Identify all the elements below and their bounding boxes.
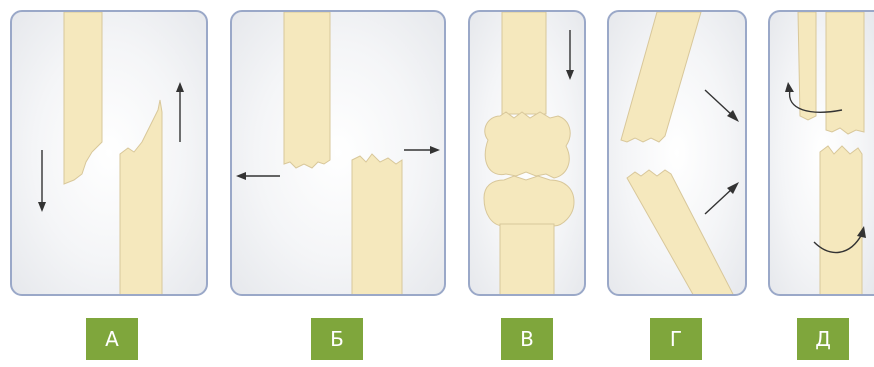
down-arrowhead bbox=[566, 70, 574, 80]
upper-bone-fragment bbox=[64, 12, 102, 184]
upper-condyle bbox=[485, 112, 570, 178]
upper-bone-fragment bbox=[621, 12, 701, 142]
lower-bone-fragment bbox=[820, 146, 862, 296]
label-d-text: Д bbox=[815, 327, 831, 351]
label-a-text: А bbox=[105, 327, 119, 351]
panel-a-illustration bbox=[12, 12, 208, 296]
label-g-text: Г bbox=[670, 327, 682, 351]
lower-bone-fragment bbox=[627, 170, 735, 296]
upper-right-fragment bbox=[826, 12, 864, 134]
upper-bone-fragment bbox=[284, 12, 330, 168]
upper-shaft bbox=[502, 12, 546, 114]
label-v-text: В bbox=[520, 327, 534, 351]
fracture-panel-b bbox=[230, 10, 446, 296]
up-right-arrow bbox=[705, 188, 733, 214]
panel-b-illustration bbox=[232, 12, 446, 296]
upper-left-fragment bbox=[798, 12, 816, 120]
fracture-panel-d bbox=[768, 10, 874, 296]
upper-rotation-arrowhead bbox=[785, 82, 794, 92]
lower-shaft bbox=[500, 224, 554, 296]
panel-g-illustration bbox=[609, 12, 747, 296]
panel-v-illustration bbox=[470, 12, 586, 296]
fracture-panel-a bbox=[10, 10, 208, 296]
up-arrowhead bbox=[176, 82, 184, 92]
lower-condyle bbox=[484, 176, 574, 226]
down-arrowhead bbox=[38, 202, 46, 212]
label-d: Д bbox=[797, 318, 849, 360]
panel-d-illustration bbox=[770, 12, 874, 296]
lower-bone-fragment bbox=[352, 154, 402, 296]
fracture-panel-v bbox=[468, 10, 586, 296]
down-right-arrow bbox=[705, 90, 733, 116]
lower-bone-fragment bbox=[120, 100, 162, 296]
left-arrowhead bbox=[236, 172, 246, 180]
fracture-panel-g bbox=[607, 10, 747, 296]
label-b-text: Б bbox=[330, 327, 344, 351]
label-a: А bbox=[86, 318, 138, 360]
label-g: Г bbox=[650, 318, 702, 360]
right-arrowhead bbox=[430, 146, 440, 154]
label-v: В bbox=[501, 318, 553, 360]
label-b: Б bbox=[311, 318, 363, 360]
